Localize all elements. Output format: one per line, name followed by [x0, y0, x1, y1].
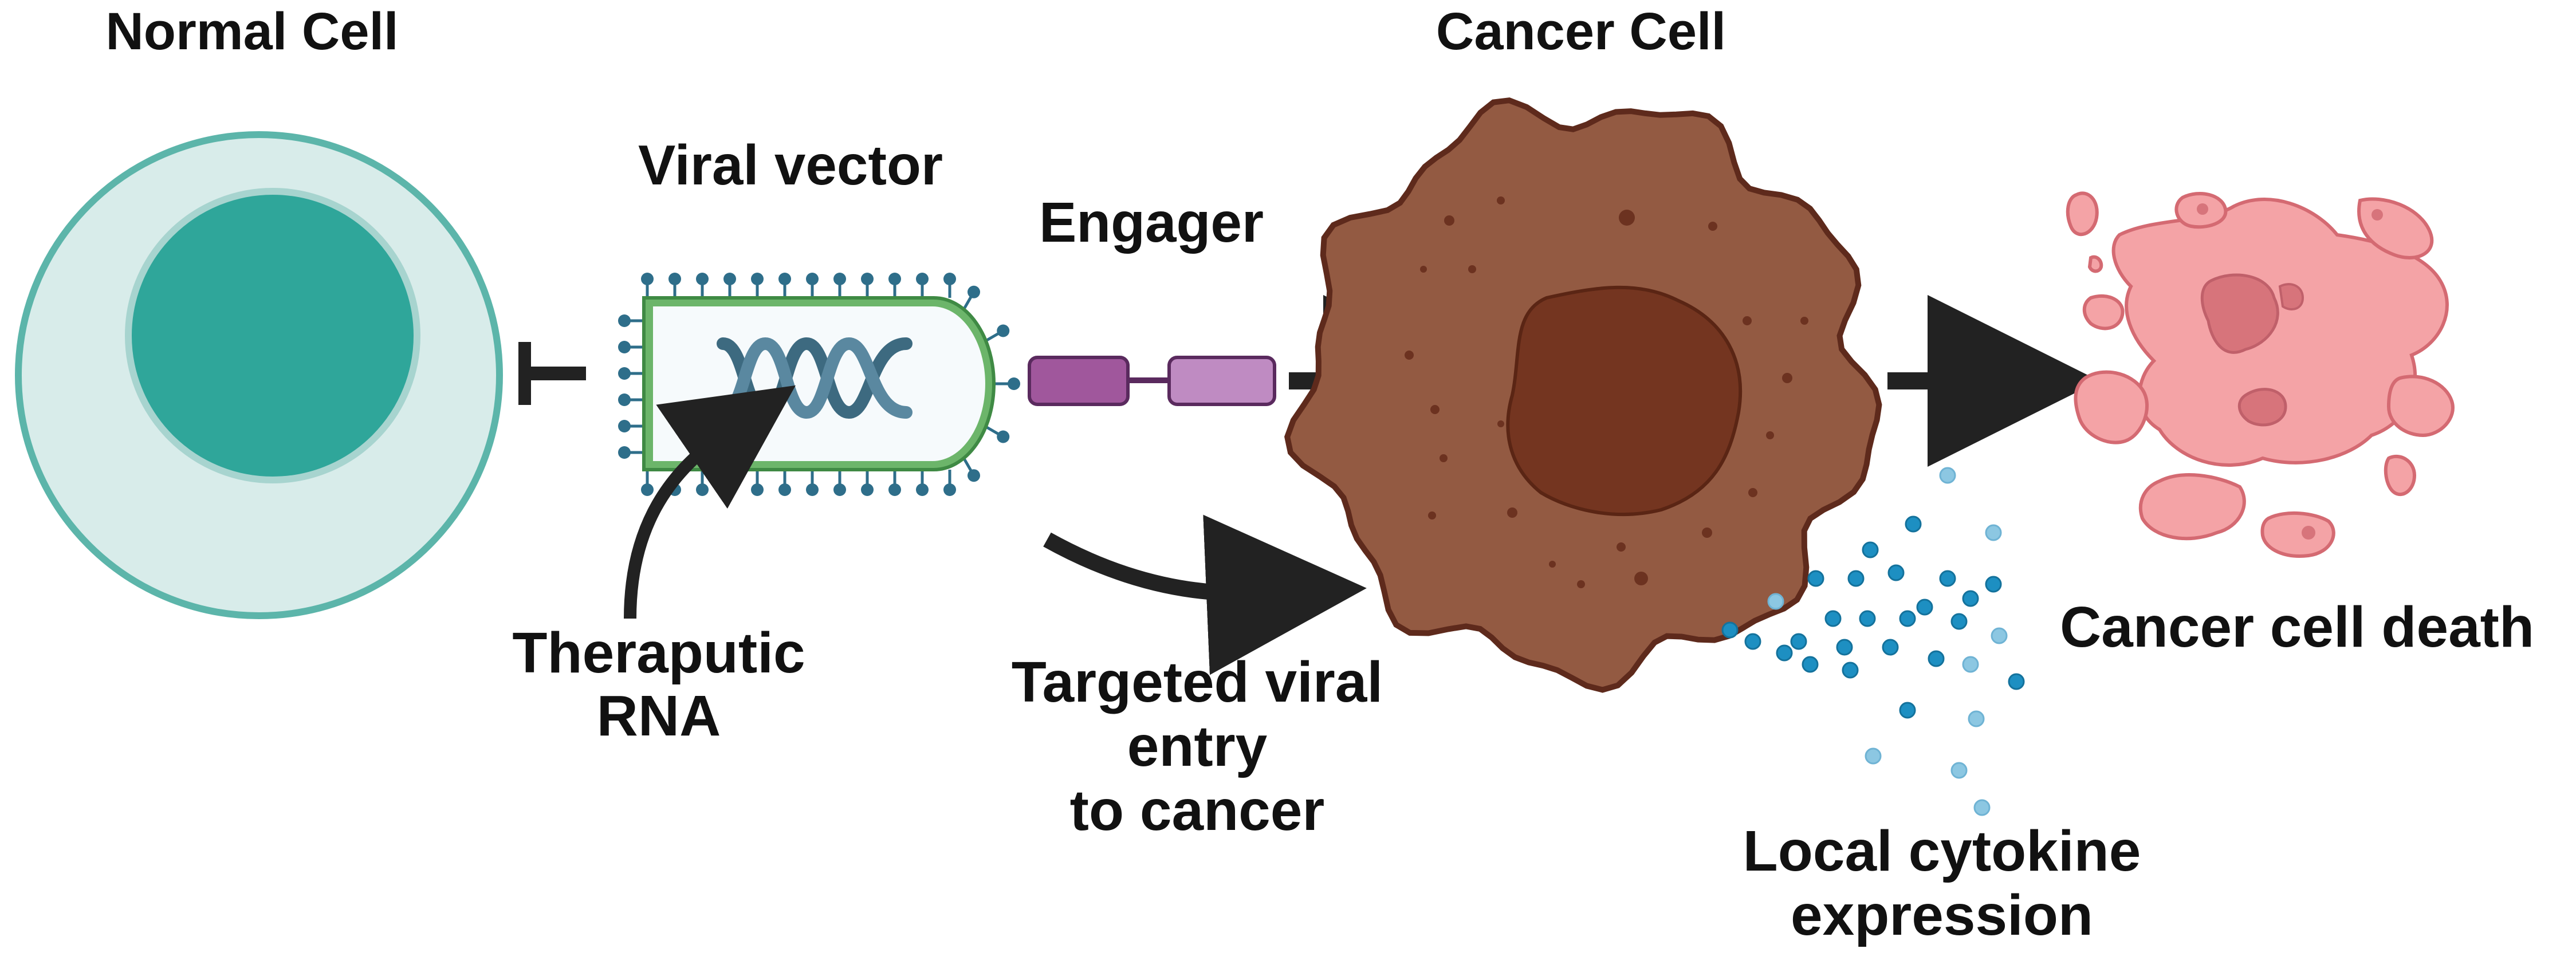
cytokine-dot: [1882, 639, 1899, 656]
normal-cell: [15, 131, 503, 619]
cytokine-dot: [1767, 593, 1784, 610]
cytokine-dot: [1721, 621, 1739, 639]
cytokine-dot: [2008, 673, 2025, 690]
cytokine-dot: [1985, 524, 2002, 541]
label-therapeutic-rna: Theraputic RNA: [487, 621, 831, 747]
cytokine-dot: [1790, 633, 1807, 650]
cytokine-dot: [1802, 656, 1819, 673]
viral-vector: [618, 273, 1020, 496]
cytokine-dot-icon: [1721, 467, 2025, 816]
cytokine-dot: [1836, 639, 1853, 656]
targeted-entry-arrow: [1043, 514, 1367, 675]
cytokine-dot: [1916, 599, 1933, 616]
label-cancer-cell: Cancer Cell: [1436, 2, 1726, 61]
cytokine-dot: [1950, 613, 1968, 630]
cytokine-dot: [1776, 644, 1793, 662]
label-normal-cell: Normal Cell: [105, 2, 399, 61]
engager-protein-icon: [1028, 356, 1276, 406]
label-targeted-entry: Targeted viral entry to cancer: [974, 650, 1421, 843]
label-engager: Engager: [1039, 191, 1264, 254]
cytokine-dot: [1939, 467, 1956, 484]
cytokine-dot: [1991, 627, 2008, 644]
cytokine-dot: [1962, 590, 1979, 607]
inhibition-bar-icon: [518, 342, 586, 405]
virus-spike-icon: [618, 273, 1020, 496]
label-targeted-entry-line-3: to cancer: [1069, 778, 1325, 843]
cancer-cell: [1284, 97, 1882, 693]
cytokine-dot: [1842, 662, 1859, 679]
rna-pointer-arrow: [624, 385, 796, 619]
cytokine-dot: [1985, 576, 2002, 593]
cytokine-dot: [1744, 633, 1761, 650]
label-targeted-entry-line-2: entry: [1127, 714, 1268, 778]
cytokine-dot: [1905, 515, 1922, 533]
normal-cell-nucleus: [125, 188, 420, 483]
cytokine-dot: [1928, 650, 1945, 667]
label-local-cytokine: Local cytokine expression: [1696, 819, 2188, 947]
cytokine-dot: [1807, 570, 1824, 587]
cytokine-dot: [1865, 747, 1882, 765]
cytokine-dot: [1824, 610, 1842, 627]
cytokine-dot: [1899, 702, 1916, 719]
cytokine-dot: [1973, 799, 1991, 816]
cancer-cell-nucleus: [1506, 285, 1743, 517]
cytokine-dot: [1862, 541, 1879, 558]
cytokine-dot: [1847, 570, 1865, 587]
label-cancer-cell-death: Cancer cell death: [2059, 595, 2535, 659]
cytokine-dot: [1950, 762, 1968, 779]
cytokine-dot: [1899, 610, 1916, 627]
cytokine-dot: [1859, 610, 1876, 627]
cytokine-dot: [1962, 656, 1979, 673]
label-viral-vector: Viral vector: [638, 133, 943, 196]
cytokine-dot: [1887, 564, 1905, 581]
label-local-cytokine-line-2: expression: [1790, 883, 2094, 947]
dead-cancer-cell: [2066, 191, 2455, 558]
cytokine-dot: [1968, 710, 1985, 727]
label-local-cytokine-line-1: Local cytokine: [1743, 819, 2141, 883]
cytokine-dot: [1939, 570, 1956, 587]
label-targeted-entry-line-1: Targeted viral: [1011, 650, 1383, 714]
label-therapeutic-rna-line-2: RNA: [596, 684, 721, 748]
label-therapeutic-rna-line-1: Theraputic: [512, 621, 805, 685]
